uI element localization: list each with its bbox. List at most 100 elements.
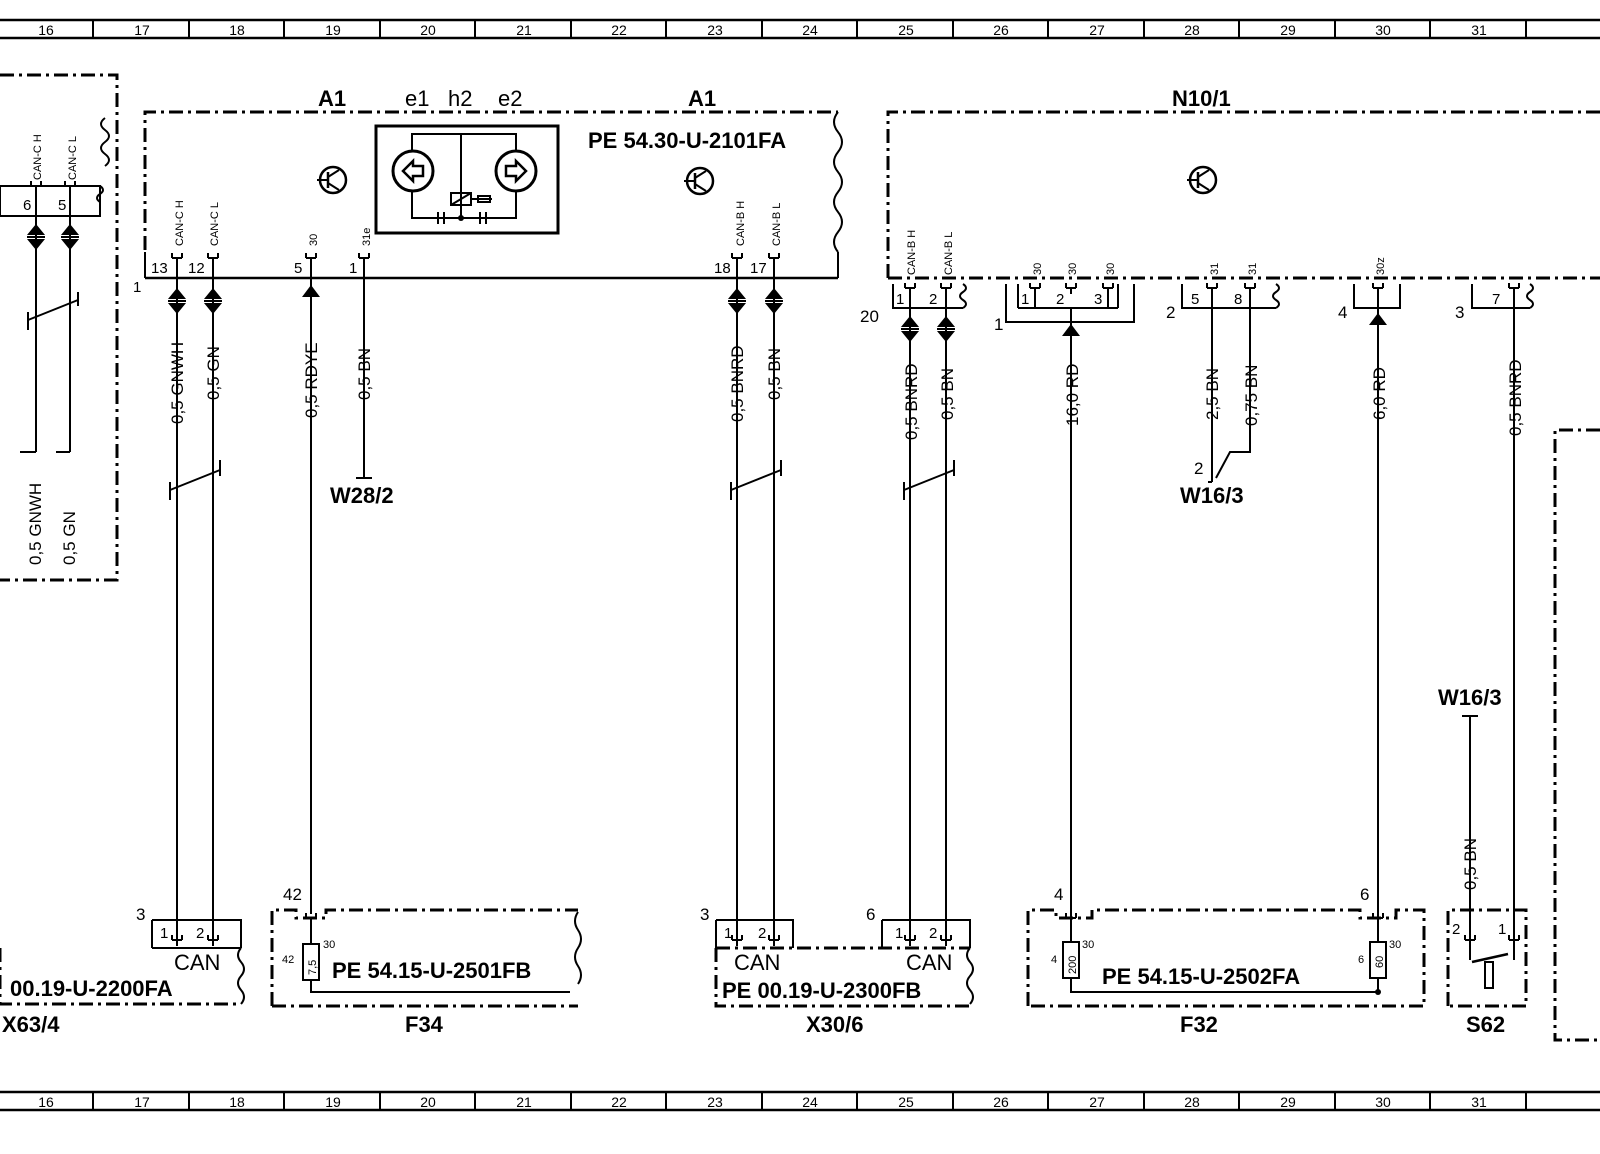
s62-ground-wire: W16/3 0,5 BN bbox=[1438, 685, 1502, 940]
pin-label: 5 bbox=[294, 260, 302, 277]
ruler-column-label: 17 bbox=[134, 1094, 150, 1110]
signal-label: CAN-B H bbox=[735, 201, 747, 246]
ruler-column-label: 25 bbox=[898, 22, 914, 38]
wire-label: 0,5 BNRD bbox=[1506, 359, 1525, 436]
pin-label: 1 bbox=[133, 279, 141, 296]
ruler-column-label: 30 bbox=[1375, 22, 1391, 38]
signal-label: CAN-C H bbox=[32, 134, 44, 180]
ruler-column-label: 21 bbox=[516, 22, 532, 38]
s62-switch: 2 1 S62 bbox=[1446, 908, 1528, 1037]
wire-label: 16,0 RD bbox=[1063, 364, 1082, 426]
pin-label: 2 bbox=[1194, 459, 1203, 478]
fuse-rating: 200 bbox=[1067, 956, 1079, 974]
left-arrow-lamp-icon bbox=[391, 149, 435, 193]
wire-label: 2,5 BN bbox=[1203, 368, 1222, 420]
wire-label: 0,5 GN bbox=[60, 511, 79, 565]
x63-4-connector: 3 1 2 CAN 00.19-U-2200FA X63/4 bbox=[0, 905, 245, 1037]
n10-1-module: N10/1 20 1 2 CAN-B H CAN-B L 1 1 2 3 30 … bbox=[860, 86, 1600, 334]
transistor-icon bbox=[1185, 165, 1218, 195]
connector-id: 4 bbox=[1338, 303, 1347, 322]
ruler-column-label: 20 bbox=[420, 22, 436, 38]
pin-label: 6 bbox=[23, 197, 31, 214]
ruler-column-label: 19 bbox=[325, 1094, 341, 1110]
component-id-a1: A1 bbox=[318, 86, 346, 111]
component-id-a1-right: A1 bbox=[688, 86, 716, 111]
signal-label: 30 bbox=[1082, 939, 1094, 951]
can-label: CAN bbox=[906, 950, 952, 975]
ruler-column-label: 16 bbox=[38, 1094, 54, 1110]
component-e2: e2 bbox=[498, 86, 522, 111]
component-id-s62: S62 bbox=[1466, 1012, 1505, 1037]
signal-label: CAN-C L bbox=[209, 202, 221, 246]
wire-label: 0,5 BN bbox=[1461, 838, 1480, 890]
ruler-column-label: 27 bbox=[1089, 22, 1105, 38]
ruler-column-label: 23 bbox=[707, 1094, 723, 1110]
ruler-column-label: 27 bbox=[1089, 1094, 1105, 1110]
reference-a1: PE 54.30-U-2101FA bbox=[588, 128, 786, 153]
ruler-column-label: 29 bbox=[1280, 22, 1296, 38]
ruler-column-label: 22 bbox=[611, 22, 627, 38]
signal-label: 30z bbox=[1375, 257, 1387, 275]
pin-label: 5 bbox=[58, 197, 66, 214]
signal-label: 31e bbox=[361, 228, 373, 246]
ruler-column-label: 26 bbox=[993, 22, 1009, 38]
wire-label: 0,5 BN bbox=[938, 368, 957, 420]
pin-label: 2 bbox=[1056, 291, 1064, 308]
ruler-column-label: 25 bbox=[898, 1094, 914, 1110]
wire-label: 0,5 BNRD bbox=[902, 363, 921, 440]
wire-label: 0,5 BN bbox=[765, 348, 784, 400]
signal-label: 30 bbox=[1389, 939, 1401, 951]
bidirectional-arrow-icon bbox=[167, 287, 187, 315]
signal-label: CAN-C H bbox=[174, 200, 186, 246]
bidirectional-arrow-icon bbox=[203, 287, 223, 315]
ground-w16-3: W16/3 bbox=[1180, 483, 1244, 508]
signal-label: 30 bbox=[1067, 263, 1079, 275]
pin-label: 1 bbox=[349, 260, 357, 277]
pin-label: 18 bbox=[714, 260, 731, 277]
ground-w16-3-mid: W16/3 bbox=[1438, 685, 1502, 710]
wire-label: 0,5 RDYE bbox=[302, 342, 321, 418]
n10-1-wires: 0,5 BNRD 0,5 BN 16,0 RD 2,5 BN 0,75 BN 2… bbox=[900, 294, 1525, 940]
fuse-pin: 42 bbox=[282, 954, 294, 966]
pin-label: 2 bbox=[1452, 921, 1460, 938]
bidirectional-arrow-icon bbox=[936, 315, 956, 343]
pin-label: 7 bbox=[1492, 291, 1500, 308]
ruler-column-label: 28 bbox=[1184, 22, 1200, 38]
pin-label: 1 bbox=[896, 291, 904, 308]
bidirectional-arrow-icon bbox=[727, 287, 747, 315]
component-id-x30-6: X30/6 bbox=[806, 1012, 864, 1037]
ruler-column-label: 30 bbox=[1375, 1094, 1391, 1110]
ruler-column-label: 22 bbox=[611, 1094, 627, 1110]
bidirectional-arrow-icon bbox=[900, 315, 920, 343]
signal-label: 31 bbox=[1209, 263, 1221, 275]
ground-w28-2: W28/2 bbox=[330, 483, 394, 508]
bidirectional-arrow-icon bbox=[26, 223, 46, 251]
ruler-column-label: 28 bbox=[1184, 1094, 1200, 1110]
bidirectional-arrow-icon bbox=[764, 287, 784, 315]
x30-6-connector: 3 1 2 CAN 6 1 2 CAN PE 00.19-U-2300FB X3… bbox=[700, 905, 974, 1037]
component-id-x63-4: X63/4 bbox=[2, 1012, 60, 1037]
right-arrow-lamp-icon bbox=[494, 149, 538, 193]
signal-label: CAN-B H bbox=[906, 230, 918, 275]
ruler-column-label: 24 bbox=[802, 1094, 818, 1110]
wire-label: 6,0 RD bbox=[1370, 367, 1389, 420]
signal-label: 31 bbox=[1247, 263, 1259, 275]
signal-label: CAN-C L bbox=[67, 136, 79, 180]
connector-id: 6 bbox=[866, 905, 875, 924]
component-id-n10-1: N10/1 bbox=[1172, 86, 1231, 111]
up-arrow-icon bbox=[1369, 313, 1387, 325]
a1-wires: 0,5 GNWH 0,5 GN 0,5 RDYE 0,5 BN 0,5 BNRD… bbox=[167, 264, 784, 940]
ruler-column-label: 24 bbox=[802, 22, 818, 38]
wire-label: 0,75 BN bbox=[1242, 365, 1261, 426]
turn-indicator-lamps bbox=[374, 124, 560, 235]
pin-label: 8 bbox=[1234, 291, 1242, 308]
connector-id: 4 bbox=[1054, 885, 1063, 904]
pin-label: 2 bbox=[758, 925, 766, 942]
transistor-icon bbox=[682, 166, 715, 196]
f34-fuse-box: 42 30 7,5 42 PE 54.15-U-2501FB F34 bbox=[270, 885, 582, 1037]
reference-x63-4: 00.19-U-2200FA bbox=[10, 976, 173, 1001]
right-partial-module bbox=[1553, 428, 1600, 1042]
